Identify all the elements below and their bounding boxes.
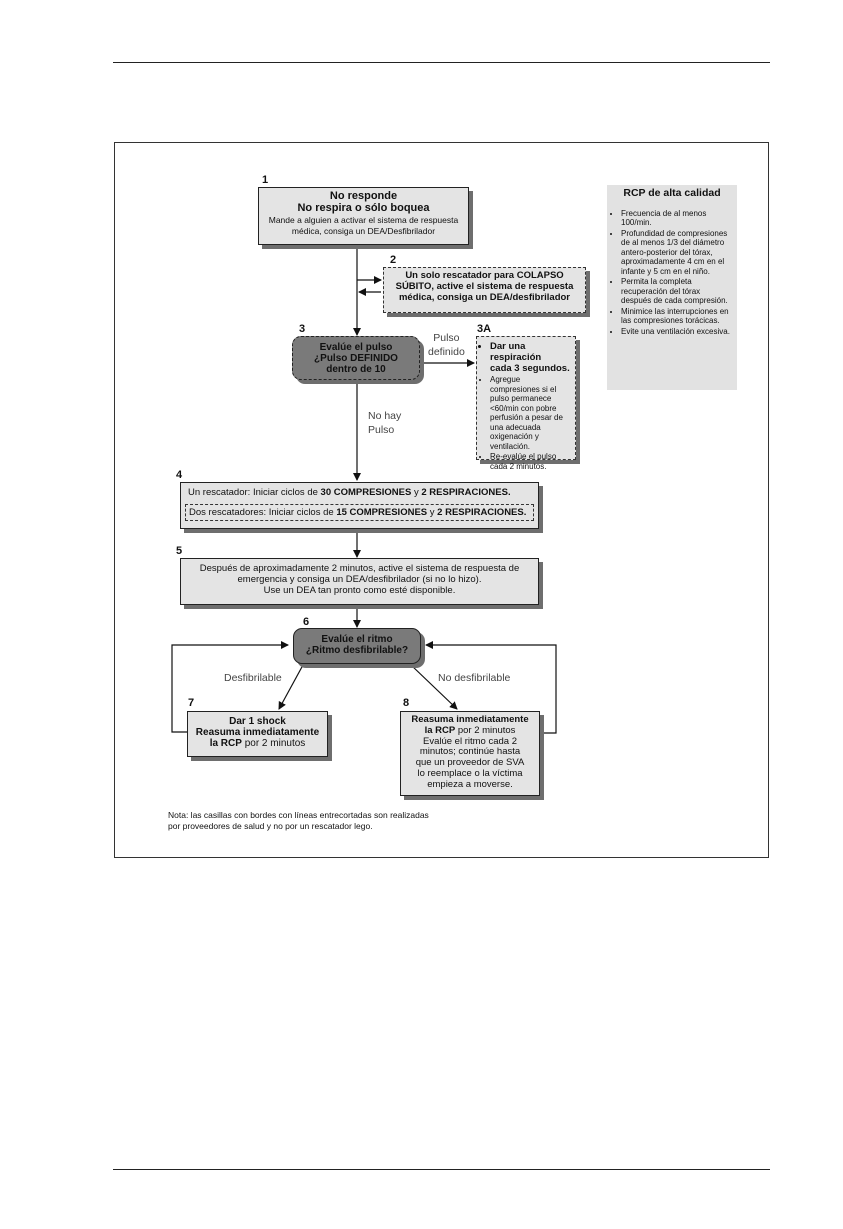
step-7-line3-normal: por 2 minutos — [241, 738, 306, 749]
step-8-box: Reasuma inmediatamente la RCP por 2 minu… — [400, 711, 540, 796]
step-8-line3: Evalúe el ritmo cada 2 — [423, 735, 517, 747]
step-6-number: 6 — [303, 616, 310, 628]
step-6-box: Evalúe el ritmo ¿Ritmo desfibrilable? — [293, 628, 421, 664]
step-4-row-1-breaths: 2 RESPIRACIONES. — [421, 487, 511, 498]
step-8-line2: la RCP por 2 minutos — [405, 724, 535, 737]
footnote-line2: por proveedores de salud y no por un res… — [168, 821, 373, 831]
step-5-line1: Después de aproximadamente 2 minutos, ac… — [199, 563, 520, 574]
footnote: Nota: las casillas con bordes con líneas… — [168, 810, 429, 832]
step-1-subtitle: No respira o sólo boquea — [297, 202, 430, 214]
step-5-line2: emergencia y consiga un DEA/desfibrilado… — [237, 574, 482, 585]
step-1-title: No responde — [329, 190, 398, 202]
step-8-number: 8 — [403, 697, 410, 709]
step-1-line3: Mande a alguien a activar el sistema de … — [268, 215, 459, 225]
step-1-number: 1 — [262, 174, 269, 186]
loop-8-6 — [425, 641, 557, 734]
step-3a-bullet-3: Re-evalúe el pulso cada 2 minutos. — [490, 452, 572, 471]
footnote-line1: Nota: las casillas con bordes con líneas… — [168, 810, 429, 820]
step-8-line5: que un proveedor de SVA — [415, 757, 525, 769]
cpr-quality-item: Minimice las interrupciones en las compr… — [621, 307, 732, 326]
bottom-rule — [113, 1169, 770, 1170]
cpr-quality-item: Evite una ventilación excesiva. — [621, 327, 732, 337]
cpr-quality-list: Frecuencia de al menos 100/min. Profundi… — [612, 209, 732, 337]
step-3a-bullet-2: Agregue compresiones si el pulso permane… — [490, 375, 572, 451]
step-7-number: 7 — [188, 697, 195, 709]
step-4-row-2-pre: Dos rescatadores: Iniciar ciclos de — [189, 507, 337, 518]
step-2-line3: médica, consiga un DEA/desfibrilador — [398, 292, 571, 303]
step-2-number: 2 — [390, 254, 397, 266]
step-3a-bullet-1-line1: Dar una respiración — [490, 341, 542, 363]
step-4-row-2-compressions: 15 COMPRESIONES — [336, 507, 428, 518]
step-5-box: Después de aproximadamente 2 minutos, ac… — [180, 558, 539, 605]
label-no-pulso: No hay Pulso — [368, 409, 401, 437]
step-3a-bullet-1: Dar una respiración cada 3 segundos. — [490, 341, 572, 374]
label-desfibrilable: Desfibrilable — [224, 672, 282, 684]
connector-6-7 — [278, 664, 304, 710]
step-7-box: Dar 1 shock Reasuma inmediatamente la RC… — [187, 711, 328, 757]
label-pulso-definido-line2: definido — [428, 346, 465, 358]
step-1-box: No responde No respira o sólo boquea Man… — [258, 187, 469, 245]
step-8-line2-normal: por 2 minutos — [455, 724, 516, 736]
label-no-pulso-line2: Pulso — [368, 424, 395, 436]
top-rule — [113, 62, 770, 63]
step-2-line1: Un solo rescatador para COLAPSO — [405, 270, 564, 281]
step-6-line1: Evalúe el ritmo — [321, 634, 393, 645]
cpr-quality-item: Permita la completa recuperación del tór… — [621, 277, 732, 306]
step-3a-box: Dar una respiración cada 3 segundos. Agr… — [476, 336, 576, 471]
step-4-row-1: Un rescatador: Iniciar ciclos de 30 COMP… — [185, 487, 534, 498]
label-pulso-definido: Pulso definido — [428, 331, 465, 359]
step-8-line4: minutos; continúe hasta — [419, 746, 521, 758]
step-3a-number: 3A — [477, 323, 492, 335]
step-7-line3: la RCP por 2 minutos — [192, 738, 323, 749]
step-6-line2: ¿Ritmo desfibrilable? — [305, 645, 409, 656]
step-2-line2: SÚBITO, active el sistema de respuesta — [395, 281, 574, 292]
connector-6-8 — [410, 664, 458, 710]
label-no-pulso-line1: No hay — [368, 410, 402, 422]
step-5-line3: Use un DEA tan pronto como esté disponib… — [263, 585, 456, 596]
cpr-quality-panel: RCP de alta calidad Frecuencia de al men… — [607, 185, 737, 390]
cpr-quality-item: Profundidad de compresiones de al menos … — [621, 229, 732, 277]
step-7-line2: Reasuma inmediatamente — [195, 727, 320, 738]
step-3-line2: ¿Pulso DEFINIDO — [314, 353, 398, 364]
step-8-line2-bold: la RCP — [424, 724, 456, 736]
step-3-line3: dentro de 10 — [326, 364, 386, 375]
step-4-row-2: Dos rescatadores: Iniciar ciclos de 15 C… — [185, 504, 534, 521]
step-7-line1: Dar 1 shock — [229, 716, 286, 727]
flowchart-frame — [114, 142, 769, 858]
cpr-quality-item: Frecuencia de al menos 100/min. — [621, 209, 732, 228]
step-4-row-1-mid: y — [411, 487, 422, 498]
step-5-number: 5 — [176, 545, 183, 557]
step-3-box: Evalúe el pulso ¿Pulso DEFINIDO dentro d… — [292, 336, 420, 380]
step-4-row-2-breaths: 2 RESPIRACIONES. — [437, 507, 527, 518]
step-3-line1: Evalúe el pulso — [319, 342, 393, 353]
step-4-number: 4 — [176, 469, 183, 481]
step-7-line3-bold: la RCP — [209, 738, 242, 749]
step-4-box: Un rescatador: Iniciar ciclos de 30 COMP… — [180, 482, 539, 529]
cpr-quality-title: RCP de alta calidad — [623, 187, 721, 199]
step-8-line7: empieza a moverse. — [427, 778, 513, 790]
step-8-line6: lo reemplace o la víctima — [417, 767, 523, 779]
step-4-row-2-mid: y — [427, 507, 438, 518]
step-8-line1: Reasuma inmediatamente — [411, 714, 529, 725]
step-3-number: 3 — [299, 323, 306, 335]
step-2-box: Un solo rescatador para COLAPSO SÚBITO, … — [383, 267, 586, 313]
step-4-row-1-compressions: 30 COMPRESIONES — [320, 487, 412, 498]
step-3a-bullet-1-line2: cada 3 segundos. — [490, 363, 570, 374]
loop-7-6 — [171, 641, 289, 733]
step-4-row-1-pre: Un rescatador: Iniciar ciclos de — [188, 487, 321, 498]
step-1-line4: médica, consiga un DEA/Desfibrilador — [291, 226, 436, 236]
label-pulso-definido-line1: Pulso — [433, 332, 460, 344]
label-no-desfibrilable: No desfibrilable — [438, 672, 511, 684]
